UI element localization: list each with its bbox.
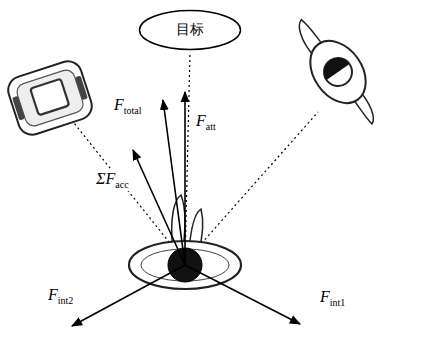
force-label: Ftotal	[112, 96, 144, 117]
force-symbol: F	[48, 286, 58, 303]
force-symbol: F	[320, 288, 330, 305]
force-symbol: F	[196, 112, 206, 129]
force-symbol: F	[114, 96, 124, 113]
force-subscript: total	[124, 105, 142, 116]
sight-lines	[62, 52, 318, 262]
force-label: ΣFacc	[94, 170, 131, 191]
target-label: 目标	[176, 21, 204, 39]
target-ellipse: 目标	[138, 9, 242, 51]
force-label: Fint2	[46, 286, 75, 307]
car-icon	[5, 58, 96, 139]
force-arrows	[72, 92, 300, 326]
ellipse-shape	[140, 11, 241, 50]
force-subscript: int1	[330, 297, 346, 308]
force-subscript: acc	[115, 179, 128, 190]
force-label: Fint1	[318, 288, 347, 309]
force-subscript: int2	[58, 295, 74, 306]
force-label: Fatt	[194, 112, 218, 133]
other-pedestrian	[282, 6, 394, 137]
force-symbol: ΣF	[96, 170, 115, 187]
force-subscript: att	[206, 121, 216, 132]
